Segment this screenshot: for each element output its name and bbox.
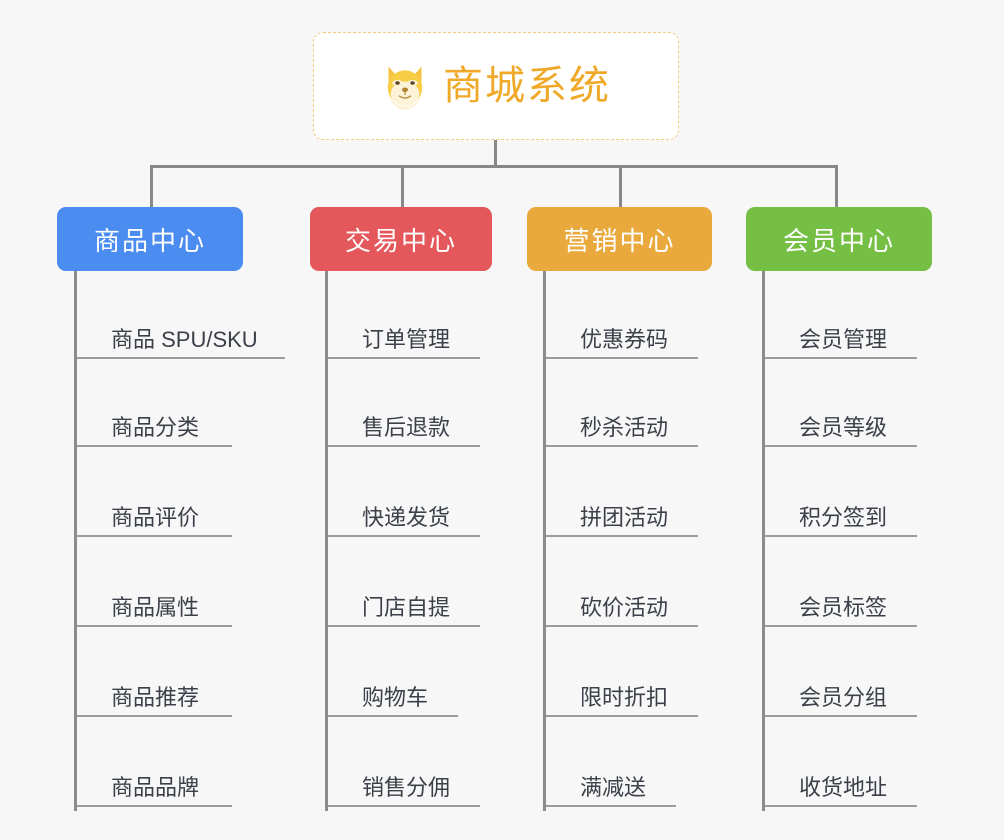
leaf-rule (77, 357, 285, 359)
leaf-rule (765, 445, 917, 447)
category-box-1[interactable]: 商品中心 (57, 207, 243, 271)
leaf-rule (546, 445, 698, 447)
leaf-label: 购物车 (362, 685, 429, 710)
leaf-rule (546, 357, 698, 359)
root-title: 商城系统 (443, 64, 611, 108)
category-label-4: 会员中心 (782, 225, 895, 256)
leaf-item[interactable]: 商品分类 (77, 359, 232, 447)
connector-drop-4 (835, 165, 838, 207)
leaf-label: 商品品牌 (111, 775, 200, 800)
leaf-label: 优惠券码 (580, 327, 669, 352)
leaf-rule (328, 625, 480, 627)
connector-root-stem (494, 140, 497, 167)
category-label-1: 商品中心 (93, 225, 206, 256)
leaf-item[interactable]: 售后退款 (328, 359, 480, 447)
leaf-item[interactable]: 会员等级 (765, 359, 917, 447)
leaf-rule (546, 715, 698, 717)
leaf-label: 会员标签 (799, 595, 888, 620)
leaf-rule (765, 357, 917, 359)
leaf-label: 会员等级 (799, 415, 888, 440)
leaf-label: 拼团活动 (580, 505, 669, 530)
leaf-item[interactable]: 优惠券码 (546, 271, 698, 359)
category-label-3: 营销中心 (563, 225, 676, 256)
leaf-item[interactable]: 门店自提 (328, 539, 480, 627)
branch-trunk-3 (543, 271, 546, 811)
leaf-label: 秒杀活动 (580, 415, 669, 440)
connector-drop-2 (401, 165, 404, 207)
leaf-label: 砍价活动 (580, 595, 669, 620)
leaf-label: 商品 SPU/SKU (111, 327, 258, 352)
leaf-label: 积分签到 (799, 505, 888, 530)
leaf-rule (765, 625, 917, 627)
leaf-item[interactable]: 拼团活动 (546, 449, 698, 537)
leaf-item[interactable]: 积分签到 (765, 449, 917, 537)
leaf-item[interactable]: 满减送 (546, 719, 676, 807)
leaf-rule (77, 445, 232, 447)
leaf-item[interactable]: 销售分佣 (328, 719, 480, 807)
leaf-item[interactable]: 收货地址 (765, 719, 917, 807)
leaf-item[interactable]: 会员管理 (765, 271, 917, 359)
leaf-rule (328, 445, 480, 447)
leaf-rule (546, 625, 698, 627)
category-box-2[interactable]: 交易中心 (310, 207, 492, 271)
leaf-label: 商品推荐 (111, 685, 200, 710)
leaf-label: 商品属性 (111, 595, 200, 620)
leaf-item[interactable]: 商品评价 (77, 449, 232, 537)
leaf-label: 订单管理 (362, 327, 451, 352)
leaf-rule (546, 535, 698, 537)
leaf-label: 会员分组 (799, 685, 888, 710)
connector-drop-1 (150, 165, 153, 207)
leaf-item[interactable]: 商品推荐 (77, 629, 232, 717)
leaf-rule (77, 805, 232, 807)
leaf-label: 满减送 (580, 775, 647, 800)
connector-drop-3 (619, 165, 622, 207)
leaf-rule (546, 805, 676, 807)
branch-trunk-2 (325, 271, 328, 811)
leaf-rule (765, 805, 917, 807)
connector-horizontal-bus (150, 165, 838, 168)
leaf-rule (765, 715, 917, 717)
root-node[interactable]: 商城系统 (313, 32, 679, 140)
shiba-dog-icon (387, 66, 423, 110)
leaf-rule (328, 535, 480, 537)
leaf-label: 商品分类 (111, 415, 200, 440)
leaf-rule (77, 535, 232, 537)
category-label-2: 交易中心 (344, 225, 457, 256)
leaf-label: 会员管理 (799, 327, 888, 352)
leaf-label: 收货地址 (799, 775, 888, 800)
leaf-item[interactable]: 限时折扣 (546, 629, 698, 717)
branch-trunk-4 (762, 271, 765, 811)
leaf-item[interactable]: 会员标签 (765, 539, 917, 627)
leaf-item[interactable]: 会员分组 (765, 629, 917, 717)
leaf-rule (77, 625, 232, 627)
leaf-item[interactable]: 商品品牌 (77, 719, 232, 807)
leaf-label: 门店自提 (362, 595, 451, 620)
leaf-item[interactable]: 商品属性 (77, 539, 232, 627)
leaf-label: 商品评价 (111, 505, 200, 530)
leaf-label: 销售分佣 (362, 775, 451, 800)
category-box-4[interactable]: 会员中心 (746, 207, 932, 271)
leaf-label: 售后退款 (362, 415, 451, 440)
leaf-rule (765, 535, 917, 537)
leaf-rule (328, 715, 458, 717)
category-box-3[interactable]: 营销中心 (527, 207, 712, 271)
leaf-label: 快递发货 (362, 505, 451, 530)
leaf-item[interactable]: 秒杀活动 (546, 359, 698, 447)
leaf-item[interactable]: 购物车 (328, 629, 458, 717)
leaf-item[interactable]: 快递发货 (328, 449, 480, 537)
leaf-rule (77, 715, 232, 717)
leaf-item[interactable]: 订单管理 (328, 271, 480, 359)
leaf-rule (328, 805, 480, 807)
leaf-label: 限时折扣 (580, 685, 669, 710)
branch-trunk-1 (74, 271, 77, 811)
leaf-rule (328, 357, 480, 359)
leaf-item[interactable]: 商品 SPU/SKU (77, 271, 285, 359)
leaf-item[interactable]: 砍价活动 (546, 539, 698, 627)
